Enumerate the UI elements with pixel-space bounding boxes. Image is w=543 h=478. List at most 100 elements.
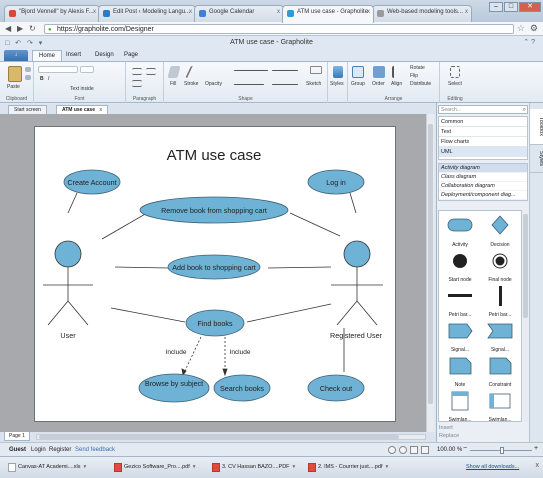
minimize-button[interactable]: – [489, 2, 503, 12]
page-tab[interactable]: Page 1 [4, 432, 30, 441]
connector-line[interactable] [289, 212, 341, 237]
shape-swimlane-vertical[interactable]: Swimlan... [441, 389, 479, 423]
maximize-button[interactable]: □ [504, 2, 518, 12]
use-case-check-out[interactable] [307, 374, 365, 402]
close-tab-icon[interactable]: x [189, 9, 192, 15]
diagram-page[interactable]: ATM use case Create Account Log in Remov… [34, 126, 396, 422]
order-icon[interactable] [373, 66, 385, 78]
connector-line[interactable] [267, 266, 332, 269]
zoom-tool-icon[interactable] [399, 446, 407, 454]
distribute-button[interactable]: Distribute [410, 81, 432, 87]
browser-tab-active[interactable]: ATM use case - Grapholite x [282, 5, 374, 23]
forward-arrow-icon[interactable]: ▶ [17, 24, 24, 33]
flip-button[interactable]: Flip [410, 73, 419, 79]
actor-user[interactable] [43, 240, 93, 326]
sketch-label[interactable]: Sketch [306, 81, 322, 87]
zoom-in-button[interactable]: + [534, 445, 539, 452]
zoom-out-button[interactable]: − [463, 445, 468, 452]
ribbon-tab-page[interactable]: Page [124, 52, 139, 58]
stroke-label[interactable]: Stroke [184, 81, 199, 87]
shape-petri-bar-vertical[interactable]: Petri bar... [481, 284, 519, 318]
register-link[interactable]: Register [49, 447, 72, 453]
connector-line[interactable] [114, 266, 169, 269]
select-icon[interactable] [450, 66, 460, 78]
shape-constraint[interactable]: Constraint [481, 354, 519, 388]
connector-line[interactable] [349, 192, 357, 214]
shape-activity[interactable]: Activity [441, 214, 479, 248]
sketch-icon[interactable] [310, 66, 322, 74]
replace-option[interactable]: Replace [439, 433, 460, 439]
scroll-thumb[interactable] [428, 124, 433, 404]
bold-button[interactable]: B [40, 76, 44, 82]
use-case-diagram[interactable]: ATM use case Create Account Log in Remov… [35, 127, 397, 423]
use-case-log-in[interactable] [307, 169, 365, 195]
shape-search-input[interactable]: Search... ⌕ [438, 105, 528, 114]
shape-gallery-scrollbar[interactable] [523, 210, 528, 422]
subcategory-activity-diagram[interactable]: Activity diagram [439, 164, 527, 173]
shape-decision[interactable]: Decision [481, 214, 519, 248]
font-family-select[interactable] [38, 66, 78, 73]
download-item[interactable]: Canvas-AT Academi....xls▾ [6, 461, 86, 474]
opacity-label[interactable]: Opacity [205, 81, 222, 87]
insert-option[interactable]: Insert [439, 425, 453, 431]
close-doc-tab-icon[interactable]: x [99, 107, 103, 113]
doc-tab-start-screen[interactable]: Start screen [8, 105, 47, 114]
include-dependency-line[interactable] [182, 336, 202, 376]
help-icon[interactable]: ⌃ ? [523, 39, 535, 46]
use-case-search-books[interactable] [213, 374, 271, 402]
align-center-icon[interactable] [146, 68, 156, 75]
category-uml[interactable]: UML [439, 147, 527, 157]
fit-width-icon[interactable] [421, 446, 429, 454]
styles-icon[interactable] [333, 66, 343, 78]
shape-start-node[interactable]: Start node [441, 249, 479, 283]
close-tab-icon[interactable]: x [465, 9, 468, 15]
shape-signal-send[interactable]: Signal... [441, 319, 479, 353]
zoom-slider-thumb[interactable] [500, 447, 505, 454]
rotate-button[interactable]: Rotate [410, 65, 425, 71]
subcategory-collaboration-diagram[interactable]: Collaboration diagram [439, 182, 527, 191]
login-link[interactable]: Login [31, 447, 46, 453]
cut-icon[interactable] [25, 67, 31, 72]
text-inside-option[interactable]: Text inside [70, 86, 94, 92]
close-tab-icon[interactable]: x [367, 9, 370, 15]
stroke-pen-icon[interactable] [185, 66, 201, 78]
use-case-create-account[interactable] [63, 169, 121, 195]
align-label[interactable]: Align [391, 81, 403, 87]
shape-signal-receive[interactable]: Signal... [481, 319, 519, 353]
shape-note[interactable]: Note [441, 354, 479, 388]
category-flow-charts[interactable]: Flow charts [439, 137, 527, 147]
close-window-button[interactable]: ✕ [519, 2, 541, 12]
group-icon[interactable] [352, 66, 364, 78]
use-case-find-books[interactable] [185, 309, 245, 337]
show-all-downloads-link[interactable]: Show all downloads... [466, 464, 520, 470]
paste-label[interactable]: Paste [7, 84, 20, 90]
download-item[interactable]: 3. CV Hassan BAZO....PDF▾ [210, 461, 295, 474]
wrench-menu-icon[interactable]: ⚙ [529, 23, 538, 33]
use-case-browse-by-subject[interactable] [138, 373, 210, 403]
browser-tab[interactable]: Web-based modeling tools... x [372, 5, 472, 22]
line-weight-icon[interactable] [272, 70, 298, 71]
font-size-select[interactable] [80, 66, 94, 73]
close-downloads-icon[interactable]: x [535, 462, 540, 469]
scroll-thumb[interactable] [39, 435, 399, 439]
reload-icon[interactable]: ↻ [29, 24, 36, 33]
actor-registered-user[interactable] [331, 240, 383, 326]
align-top-icon[interactable] [132, 80, 142, 87]
url-input[interactable]: ● https://grapholite.com/Designer [44, 24, 514, 34]
fit-page-icon[interactable] [410, 446, 418, 454]
tab-styles[interactable]: Styles [530, 145, 543, 173]
align-left-icon[interactable] [132, 68, 142, 75]
subcategory-class-diagram[interactable]: Class diagram [439, 173, 527, 182]
download-item[interactable]: Gezico Software_Pro....pdf▾ [112, 461, 196, 474]
connector-line[interactable] [67, 192, 78, 214]
arrow-start-icon[interactable] [234, 84, 264, 85]
connector-line[interactable] [110, 307, 186, 323]
ribbon-tab-insert[interactable]: Insert [66, 52, 82, 58]
file-menu-button[interactable]: ↓ [4, 50, 28, 61]
browser-tab[interactable]: Google Calendar x [194, 5, 284, 22]
subcategory-deployment-diagram[interactable]: Deployment/component diag... [439, 191, 527, 200]
arrow-end-icon[interactable] [272, 84, 298, 85]
group-label[interactable]: Group [351, 81, 365, 87]
ribbon-tab-home[interactable]: Home [32, 50, 63, 61]
italic-button[interactable]: I [48, 76, 50, 82]
